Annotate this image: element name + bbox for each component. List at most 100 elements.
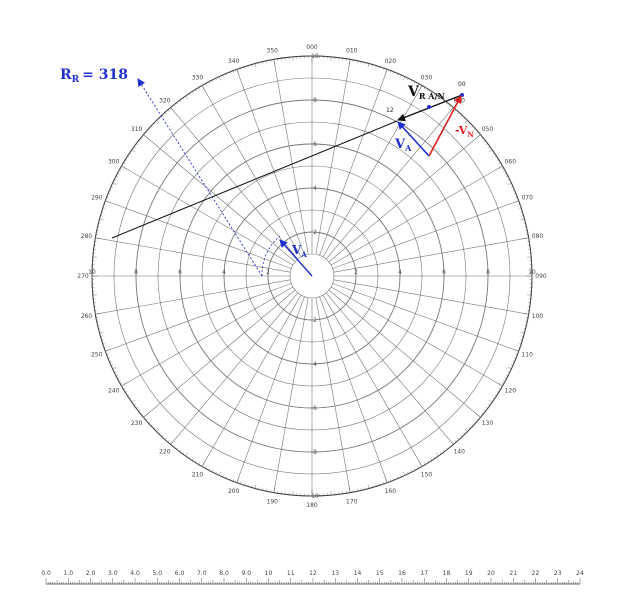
degree-tick: [192, 458, 194, 461]
ring-cross-tick: [244, 389, 248, 392]
scale-label: 23: [554, 570, 562, 577]
ring-cross-tick: [254, 207, 257, 210]
ring-cross-tick: [337, 123, 341, 125]
degree-tick: [424, 462, 426, 465]
ring-cross-tick: [395, 376, 399, 379]
ring-cross-tick: [246, 285, 248, 289]
degree-tick: [476, 418, 479, 421]
ring-label: 6: [313, 141, 317, 148]
degree-tick: [232, 70, 235, 73]
bearing-spoke: [330, 286, 503, 387]
degree-tick: [105, 349, 111, 352]
degree-tick: [170, 107, 175, 113]
degree-tick: [518, 346, 521, 348]
degree-tick: [123, 162, 126, 164]
degree-tick: [103, 346, 106, 348]
ring-cross-tick: [159, 401, 162, 405]
ring-cross-tick: [203, 255, 205, 259]
ring-label: 10: [311, 53, 319, 60]
degree-tick: [153, 427, 156, 429]
degree-tick: [520, 331, 525, 334]
scale-label: 13: [331, 570, 339, 577]
degree-tick: [439, 452, 442, 455]
degree-tick: [170, 439, 175, 445]
degree-tick: [410, 470, 413, 473]
degree-tick: [101, 211, 104, 213]
ring-cross-tick: [187, 229, 189, 233]
degree-tick: [433, 456, 436, 459]
degree-tick: [109, 189, 112, 192]
degree-tick: [483, 140, 486, 142]
degree-tick: [379, 483, 381, 486]
ring-cross-tick: [225, 376, 229, 379]
rr-label: RR= 318: [60, 67, 128, 85]
bearing-spoke: [273, 59, 309, 255]
degree-tick: [198, 462, 200, 465]
degree-tick: [473, 128, 476, 131]
degree-tick: [211, 470, 214, 473]
ring-label: 2: [313, 229, 317, 236]
degree-tick: [107, 357, 110, 359]
bearing-label: 010: [346, 47, 358, 54]
degree-tick: [102, 207, 105, 209]
ring-cross-tick: [287, 213, 291, 215]
degree-tick: [243, 483, 245, 486]
ring-cross-tick: [339, 241, 342, 244]
degree-tick: [403, 76, 406, 81]
degree-tick: [367, 484, 370, 489]
scale-label: 11: [287, 570, 295, 577]
point-00-label: 00: [458, 81, 466, 88]
ring-cross-tick: [272, 252, 275, 256]
degree-tick: [427, 89, 429, 92]
bearing-label: 070: [521, 195, 533, 202]
ring-cross-tick: [354, 266, 356, 270]
ring-cross-tick: [207, 236, 210, 240]
degree-tick: [211, 79, 214, 82]
ring-cross-tick: [332, 236, 336, 239]
degree-tick: [140, 413, 143, 415]
degree-tick: [506, 175, 509, 178]
vra-sub: R A/N: [419, 91, 445, 101]
rr-value: = 318: [82, 67, 128, 83]
degree-tick: [504, 378, 507, 380]
ring-cross-tick: [463, 362, 466, 366]
degree-tick: [236, 69, 239, 75]
ring-cross-tick: [365, 179, 369, 182]
bearing-label: 120: [505, 388, 517, 395]
degree-tick: [463, 432, 465, 435]
ring-cross-tick: [444, 351, 447, 355]
degree-tick: [236, 477, 239, 483]
bearing-spoke: [328, 134, 481, 263]
ring-label: 10: [311, 493, 319, 500]
bearing-label: 350: [267, 47, 279, 54]
degree-tick: [382, 67, 384, 70]
degree-tick: [485, 407, 488, 409]
bearing-spoke: [315, 59, 351, 255]
ring-cross-tick: [183, 123, 187, 126]
ring-cross-tick: [343, 332, 347, 335]
ring-cross-tick: [370, 109, 374, 112]
ring-cross-tick: [437, 426, 441, 429]
degree-tick: [497, 165, 503, 170]
ring-cross-tick: [138, 305, 140, 309]
ring-label: 6: [313, 405, 317, 412]
ring-cross-tick: [329, 383, 333, 385]
ring-cross-tick: [222, 427, 226, 430]
bearing-label: 220: [159, 448, 171, 455]
vn-label: -VN: [455, 124, 474, 139]
bearing-spoke: [143, 289, 296, 418]
degree-tick: [185, 452, 189, 457]
degree-tick: [161, 435, 164, 438]
ring-cross-tick: [226, 345, 229, 348]
degree-tick: [400, 475, 402, 478]
ring-cross-tick: [506, 308, 508, 312]
ring-cross-tick: [414, 236, 417, 240]
ring-cross-tick: [423, 140, 427, 143]
ring-cross-tick: [116, 240, 118, 244]
bearing-labels: 0000100200300400500600700800901001101201…: [77, 44, 547, 509]
ring-cross-tick: [387, 230, 390, 234]
degree-tick: [188, 93, 191, 96]
ring-cross-tick: [476, 214, 479, 218]
ring-cross-tick: [215, 329, 218, 333]
